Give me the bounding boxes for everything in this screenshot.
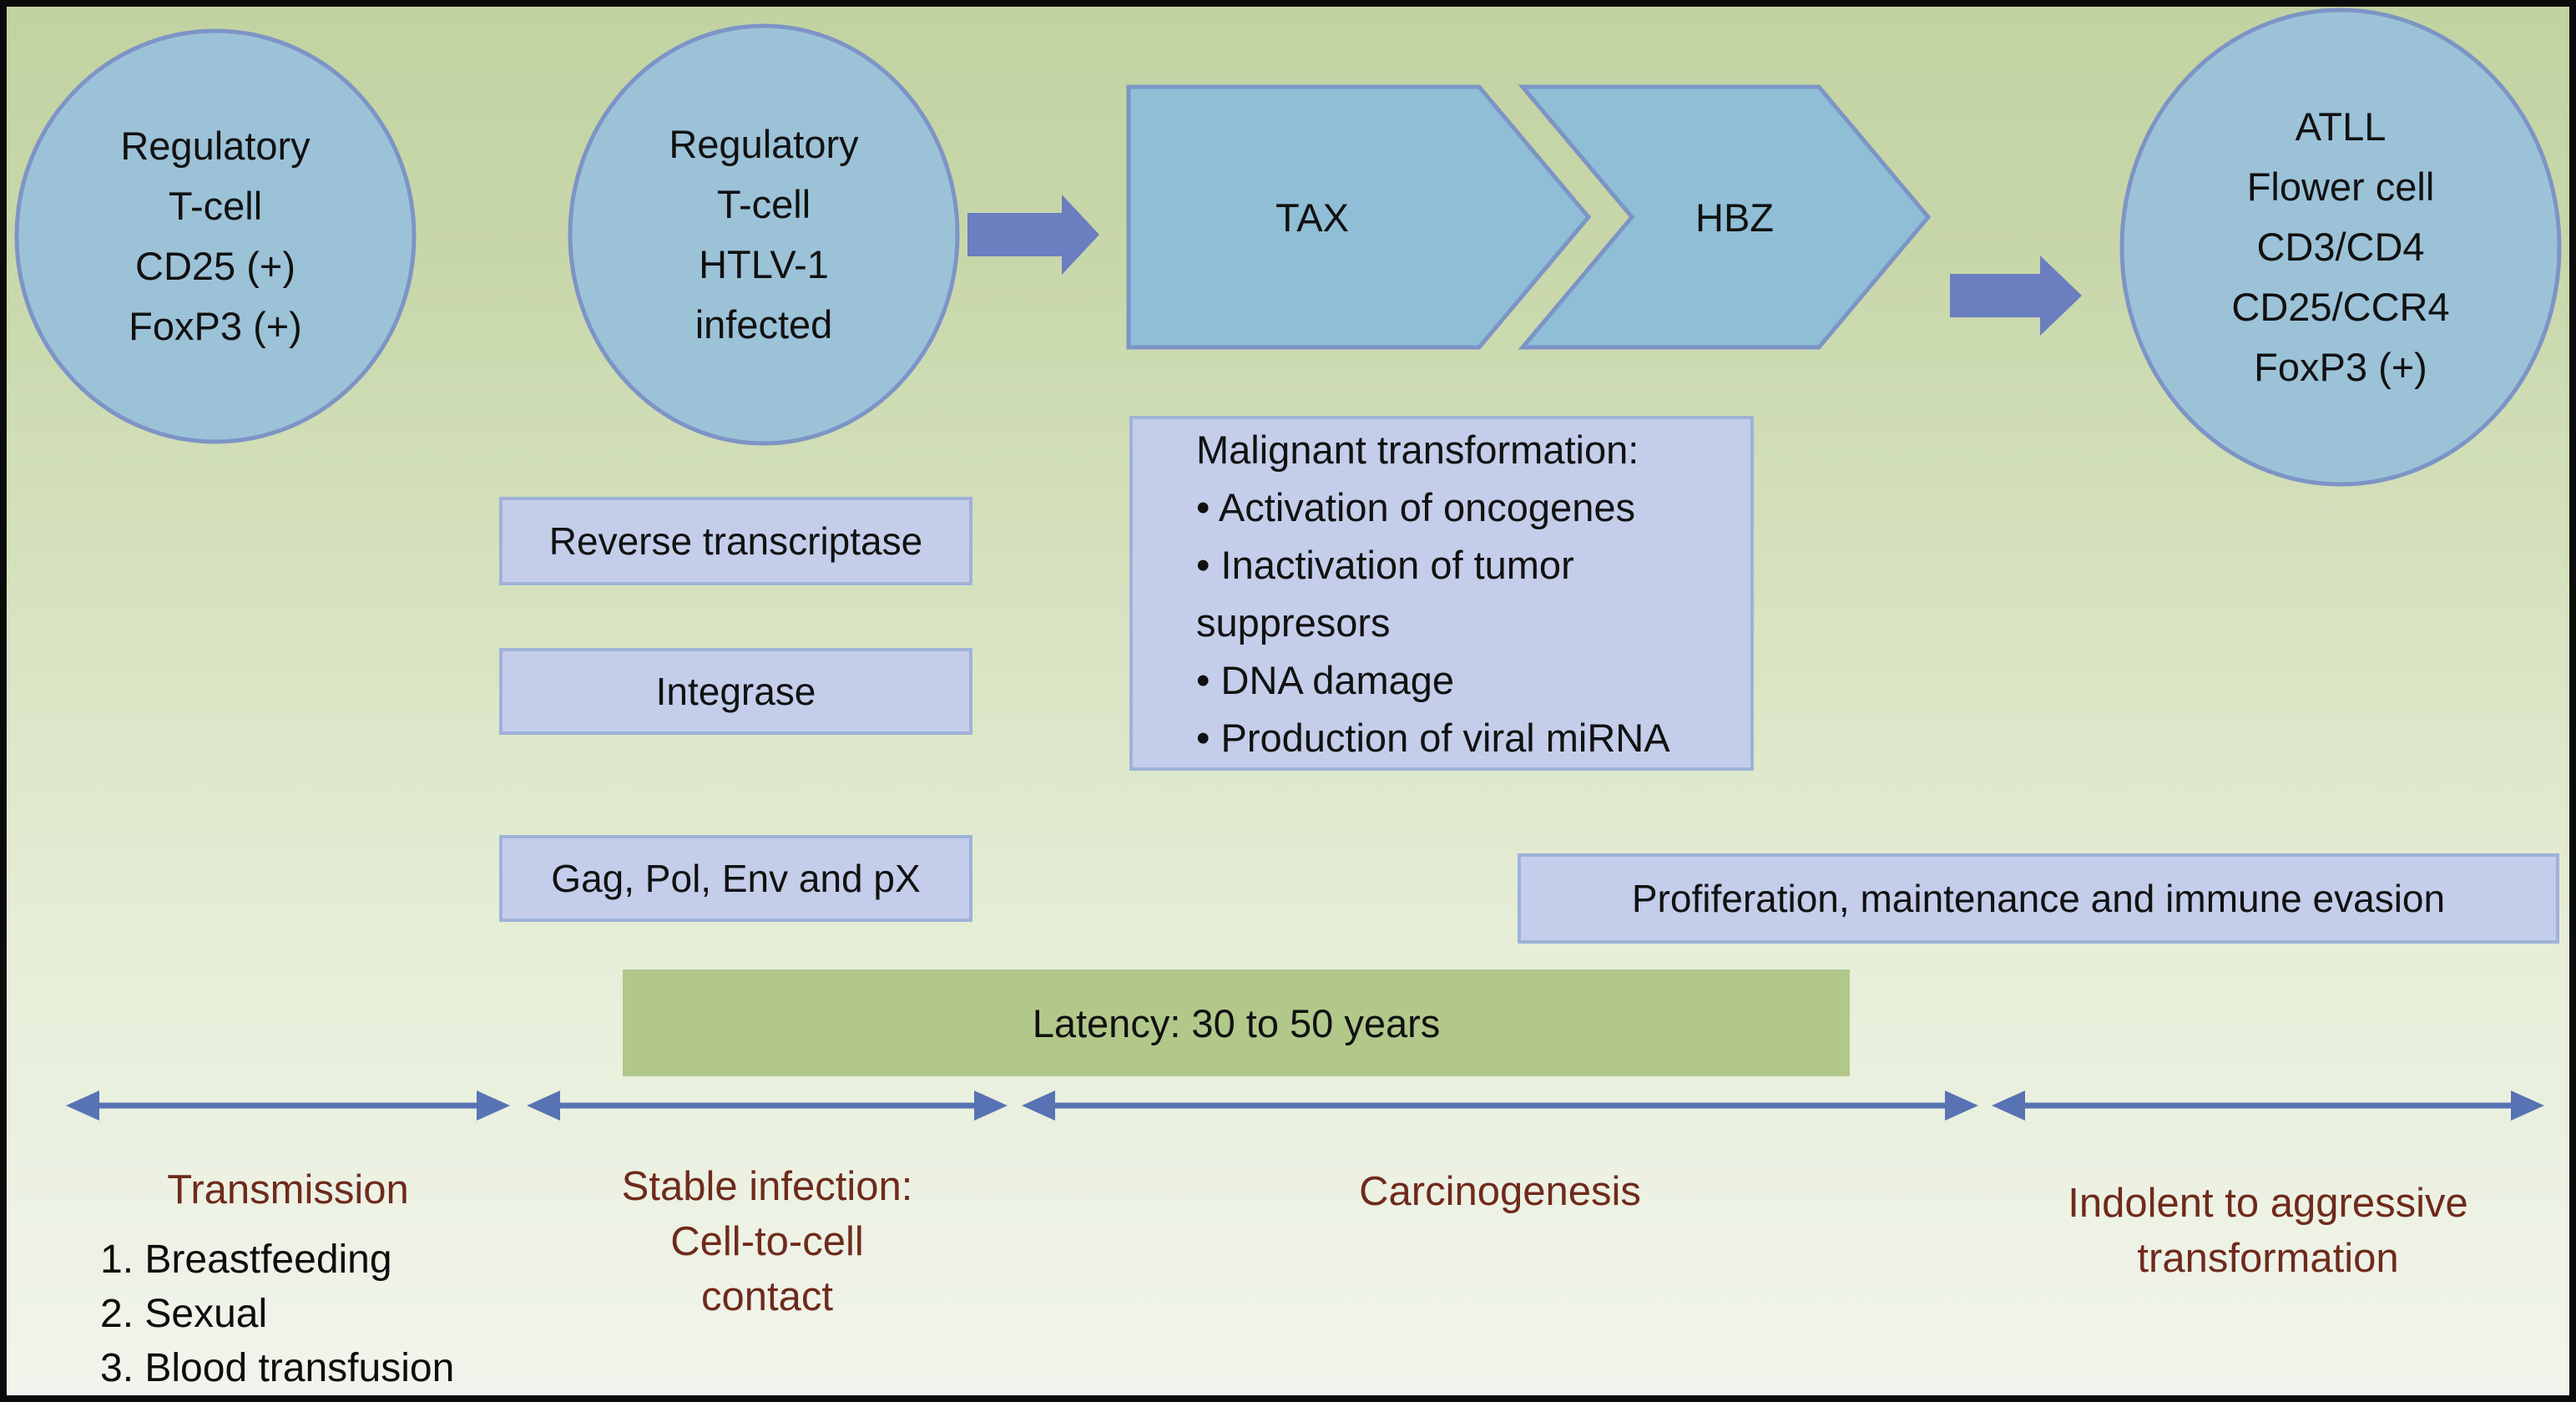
- reverse-transcriptase-box: Reverse transcriptase: [499, 497, 972, 585]
- transmission-routes-list: 1. Breastfeeding 2. Sexual 3. Blood tran…: [100, 1232, 454, 1395]
- phase-transmission-label: Transmission: [66, 1162, 510, 1217]
- stable-infection-line3: contact: [701, 1274, 833, 1319]
- arrow-hbz-to-atll: [1950, 256, 2082, 336]
- phase-carcinogenesis-label: Carcinogenesis: [1022, 1164, 1978, 1219]
- regulatory-tcell-label: Regulatory T-cell CD25 (+) FoxP3 (+): [17, 31, 414, 442]
- proliferation-label: Profiferation, maintenance and immune ev…: [1631, 877, 2446, 920]
- proliferation-box: Profiferation, maintenance and immune ev…: [1518, 853, 2559, 944]
- phase2-arrowhead-right: [974, 1091, 1008, 1121]
- phase1-arrowhead-right: [477, 1091, 510, 1121]
- malignant-bullet-dna-damage: • DNA damage: [1196, 657, 1455, 702]
- timeline-arrows: [66, 1091, 2544, 1121]
- regulatory-tcell-line1: Regulatory: [120, 124, 311, 168]
- malignant-bullet-tumor-suppressors: • Inactivation of tumor: [1196, 542, 1574, 587]
- phase4-arrowhead-left: [1992, 1091, 2025, 1121]
- atll-cell-line3: CD3/CD4: [2256, 225, 2425, 269]
- arrow-infected-to-tax: [967, 195, 1099, 275]
- phase-stable-infection-label: Stable infection: Cell-to-cell contact: [527, 1159, 1008, 1324]
- atll-cell-label: ATLL Flower cell CD3/CD4 CD25/CCR4 FoxP3…: [2122, 10, 2559, 484]
- malignant-bullet-viral-mirna: • Production of viral miRNA: [1196, 715, 1670, 760]
- regulatory-tcell-line2: T-cell: [168, 184, 263, 228]
- infected-tcell-line3: HTLV-1: [699, 242, 829, 286]
- reverse-transcriptase-label: Reverse transcriptase: [548, 519, 923, 563]
- transmission-route-3: 3. Blood transfusion: [100, 1346, 455, 1390]
- latency-box: Latency: 30 to 50 years: [623, 969, 1850, 1076]
- stable-infection-line1: Stable infection:: [621, 1164, 913, 1209]
- transmission-route-1: 1. Breastfeeding: [100, 1238, 392, 1282]
- malignant-title: Malignant transformation:: [1196, 427, 1639, 472]
- indolent-line1: Indolent to aggressive: [2068, 1181, 2468, 1226]
- phase4-arrowhead-right: [2511, 1091, 2544, 1121]
- integrase-box: Integrase: [499, 648, 972, 735]
- carcinogenesis-text: Carcinogenesis: [1359, 1169, 1641, 1214]
- malignant-transformation-box: Malignant transformation: • Activation o…: [1129, 416, 1754, 771]
- atll-cell-line1: ATLL: [2295, 104, 2387, 149]
- hbz-chevron-shape: [1518, 84, 1932, 350]
- regulatory-tcell-line3: CD25 (+): [135, 244, 295, 288]
- tax-label: TAX: [1275, 195, 1349, 240]
- stable-infection-line2: Cell-to-cell: [670, 1219, 864, 1264]
- phase-indolent-label: Indolent to aggressive transformation: [1992, 1176, 2544, 1286]
- infected-tcell-label: Regulatory T-cell HTLV-1 infected: [570, 26, 957, 443]
- phase2-arrowhead-left: [527, 1091, 560, 1121]
- atll-cell-line2: Flower cell: [2246, 164, 2435, 209]
- infected-tcell-line1: Regulatory: [669, 122, 859, 166]
- latency-label: Latency: 30 to 50 years: [1032, 1000, 1441, 1045]
- atll-cell-line5: FoxP3 (+): [2254, 345, 2427, 389]
- malignant-bullet-tumor-suppressors-cont: suppresors: [1196, 600, 1391, 645]
- tax-chevron-shape: [1126, 84, 1592, 350]
- regulatory-tcell-line4: FoxP3 (+): [129, 304, 302, 348]
- infected-tcell-line2: T-cell: [716, 182, 811, 226]
- gag-pol-env-px-box: Gag, Pol, Env and pX: [499, 835, 972, 922]
- indolent-line2: transformation: [2137, 1236, 2399, 1281]
- atll-cell-line4: CD25/CCR4: [2231, 285, 2450, 329]
- infected-tcell-line4: infected: [695, 302, 833, 347]
- transmission-route-2: 2. Sexual: [100, 1292, 268, 1336]
- hbz-label: HBZ: [1695, 195, 1774, 240]
- regulatory-tcell-shape: [14, 28, 417, 444]
- diagram-shapes-layer: [14, 8, 2562, 1121]
- infected-tcell-shape: [568, 23, 960, 446]
- transmission-text: Transmission: [167, 1167, 409, 1212]
- phase3-arrowhead-left: [1022, 1091, 1055, 1121]
- phase1-arrowhead-left: [66, 1091, 99, 1121]
- integrase-label: Integrase: [655, 670, 816, 713]
- malignant-bullet-oncogenes: • Activation of oncogenes: [1196, 484, 1635, 529]
- atll-cell-shape: [2119, 8, 2562, 487]
- phase3-arrowhead-right: [1945, 1091, 1978, 1121]
- gag-pol-env-px-label: Gag, Pol, Env and pX: [551, 857, 921, 900]
